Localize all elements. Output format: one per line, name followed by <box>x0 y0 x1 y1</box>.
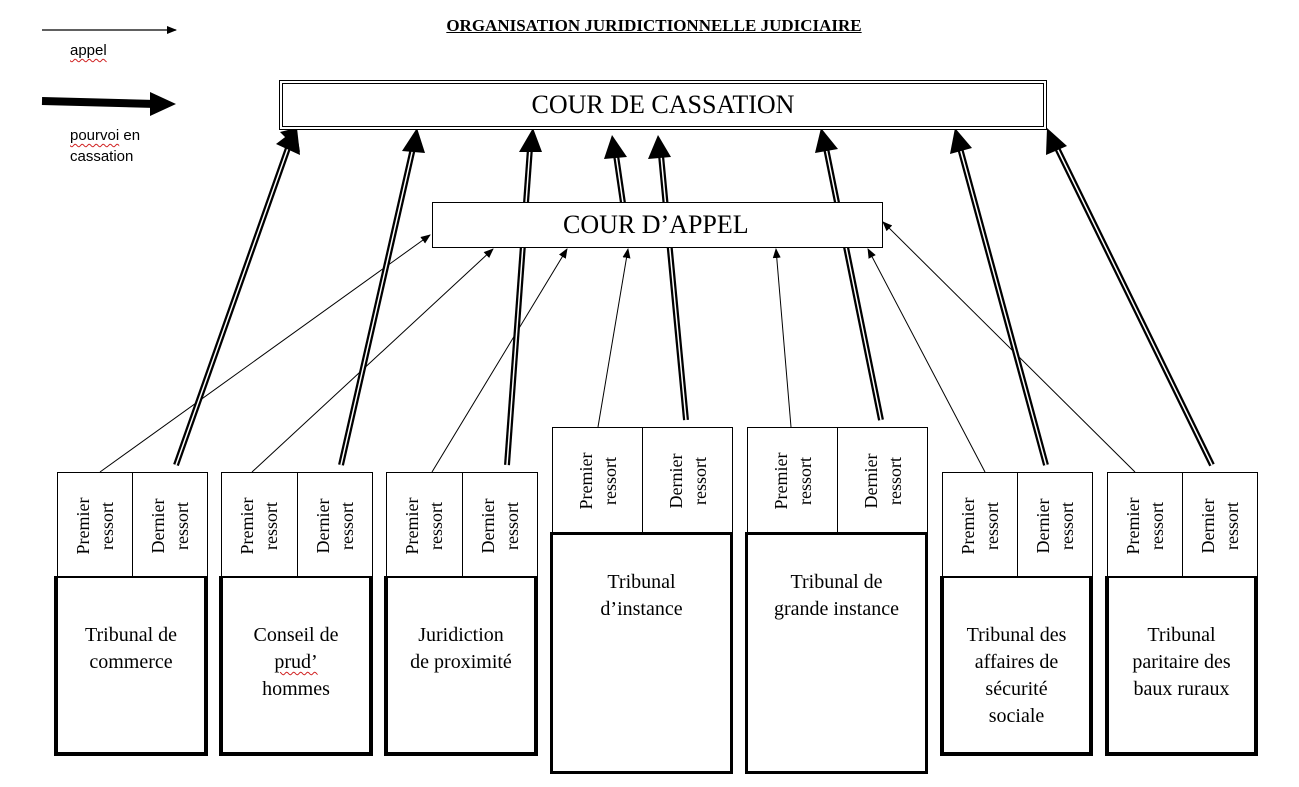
dernier-ressort-line2: ressort <box>172 501 192 550</box>
dernier-ressort-line2: ressort <box>689 456 710 505</box>
dernier-ressort-line2: ressort <box>884 456 905 505</box>
court-tribunal-paritaire-des-baux-ruraux: Tribunal paritaire des baux ruraux <box>1105 576 1258 756</box>
dernier-ressort-line2: ressort <box>501 501 522 550</box>
premier-ressort-line1: Premier <box>1123 497 1143 554</box>
court-name-line: Conseil de <box>253 624 339 646</box>
court-name-line: d’instance <box>600 598 683 620</box>
premier-ressort-line2: ressort <box>982 501 1002 550</box>
court-name-line: prud’ <box>274 651 318 673</box>
premier-ressort-line1: Premier <box>958 497 978 554</box>
dernier-ressort-line1: Dernier <box>148 498 168 553</box>
cour-d-appel-label: COUR D’APPEL <box>563 210 749 239</box>
dernier-ressort-line1: Dernier <box>1033 498 1053 553</box>
legend-pourvoi-line2: cassation <box>70 148 134 165</box>
premier-ressort-line2: ressort <box>426 501 447 550</box>
dernier-ressort-line1: Dernier <box>665 453 686 508</box>
court-name-line: Tribunal des <box>966 624 1067 646</box>
premier-ressort-line2: ressort <box>1147 501 1167 550</box>
court-tribunal-d-instance: Tribunal d’instance <box>550 532 733 774</box>
appel-arrows <box>99 221 1136 473</box>
dernier-ressort-line1: Dernier <box>477 498 498 553</box>
court-name-line: grande instance <box>774 598 899 620</box>
court-name-line: paritaire des <box>1132 651 1231 673</box>
cour-d-appel-box: COUR D’APPEL <box>432 202 883 248</box>
cour-de-cassation-box: COUR DE CASSATION <box>279 80 1047 130</box>
court-tribunal-de-commerce: Tribunal de commerce <box>54 576 208 756</box>
premier-ressort-line1: Premier <box>575 452 596 509</box>
court-name-line: Tribunal de <box>84 624 178 646</box>
legend-pourvoi-word: pourvoi <box>70 127 120 144</box>
court-name-line: Tribunal <box>607 571 676 593</box>
court-name-line: baux ruraux <box>1133 678 1230 700</box>
court-name-line: hommes <box>262 678 330 700</box>
court-juridiction-de-proximite: Juridiction de proximité <box>384 576 538 756</box>
legend-pourvoi-arrow <box>41 92 176 116</box>
legend-appel-text: appel <box>70 42 107 59</box>
premier-ressort-line1: Premier <box>73 497 93 554</box>
court-name-line: commerce <box>89 651 173 673</box>
premier-ressort-line2: ressort <box>794 456 815 505</box>
court-tribunal-de-grande-instance: Tribunal de grande instance <box>745 532 928 774</box>
premier-ressort-line1: Premier <box>402 497 423 554</box>
court-conseil-de-prudhommes: Conseil de prud’ hommes <box>219 576 373 756</box>
premier-ressort-line1: Premier <box>770 452 791 509</box>
court-name-line: sécurité <box>985 678 1048 700</box>
premier-ressort-line2: ressort <box>261 501 282 550</box>
diagram-title: ORGANISATION JURIDICTIONNELLE JUDICIAIRE <box>446 16 862 35</box>
dernier-ressort-line1: Dernier <box>860 453 881 508</box>
dernier-ressort-line2: ressort <box>1057 501 1077 550</box>
court-name-line: de proximité <box>410 651 512 673</box>
court-name-line: Tribunal de <box>790 571 883 593</box>
court-name-line: affaires de <box>974 651 1059 673</box>
dernier-ressort-line2: ressort <box>336 501 357 550</box>
court-name-line: sociale <box>988 705 1045 727</box>
pourvoi-arrows <box>173 128 1215 467</box>
cour-de-cassation-label: COUR DE CASSATION <box>531 90 795 119</box>
dernier-ressort-line1: Dernier <box>312 498 333 553</box>
premier-ressort-line1: Premier <box>237 497 258 554</box>
legend-appel-label: appel <box>70 40 107 61</box>
dernier-ressort-line2: ressort <box>1222 501 1242 550</box>
dernier-ressort-line1: Dernier <box>1198 498 1218 553</box>
court-name-line: Juridiction <box>418 624 504 646</box>
premier-ressort-line2: ressort <box>599 456 620 505</box>
court-tribunal-des-affaires-de-securite-sociale: Tribunal des affaires de sécurité social… <box>940 576 1093 756</box>
premier-ressort-line2: ressort <box>97 501 117 550</box>
legend-pourvoi-label: pourvoi en cassation <box>70 125 190 167</box>
court-name-line: Tribunal <box>1147 624 1216 646</box>
legend-pourvoi-rest: en <box>119 127 141 144</box>
